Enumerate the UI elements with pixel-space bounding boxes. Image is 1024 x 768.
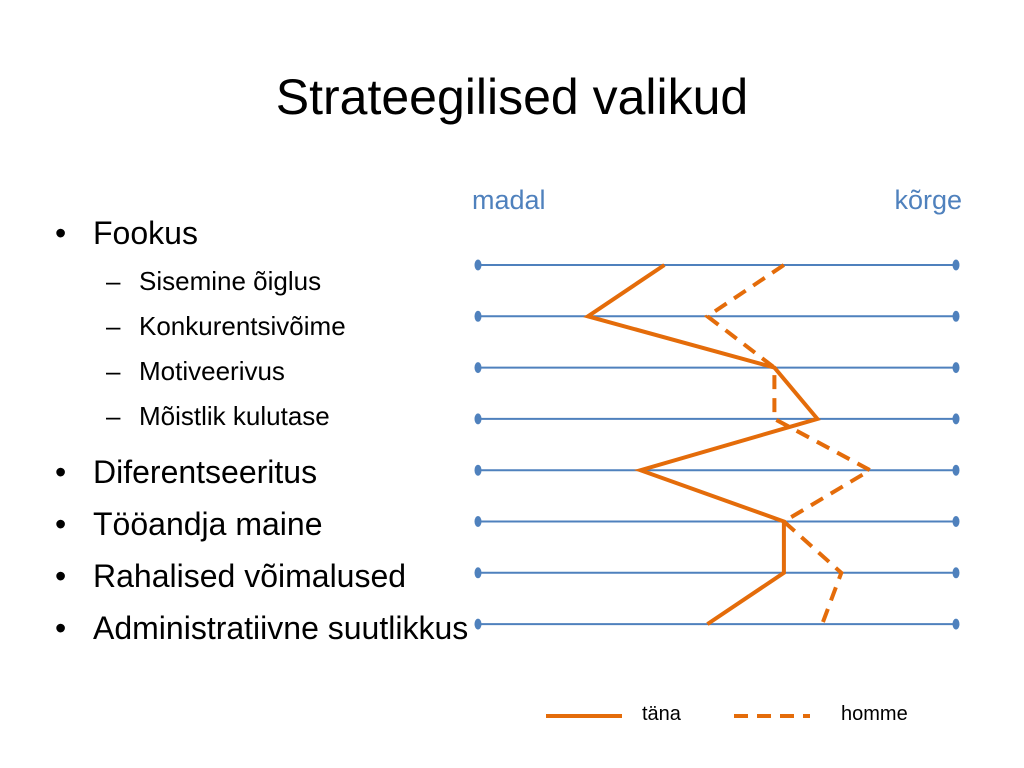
scale-axis-endpoint	[952, 413, 960, 425]
bullet-text: Administratiivne suutlikkus	[93, 610, 469, 646]
scale-axis-endpoint	[474, 362, 482, 374]
sub-bullet-text: Konkurentsivõime	[139, 311, 346, 341]
profile-line-today	[583, 263, 821, 626]
sub-bullet-item: –Mõistlik kulutase	[55, 394, 475, 439]
bullet-text: Fookus	[93, 215, 198, 251]
sub-bullet-item: –Sisemine õiglus	[55, 259, 475, 304]
scale-axis-endpoint	[952, 259, 960, 271]
scale-axes	[474, 259, 960, 630]
scale-axis-endpoint	[952, 310, 960, 322]
scale-axis-endpoint	[952, 567, 960, 579]
bullet-item: • Administratiivne suutlikkus	[55, 609, 475, 647]
bullet-text: Rahalised võimalused	[93, 558, 407, 594]
scale-high-label: kõrge	[894, 185, 962, 215]
scale-axis-endpoint	[952, 362, 960, 374]
bullet-text: Diferentseeritus	[93, 454, 318, 490]
sub-bullet-mark: –	[106, 311, 121, 341]
bullet-mark: •	[55, 454, 67, 490]
sub-bullet-mark: –	[106, 266, 121, 296]
scale-axis-endpoint	[474, 413, 482, 425]
scale-axis-endpoint	[474, 259, 482, 271]
bullet-mark: •	[55, 506, 67, 542]
bullet-item: •Fookus–Sisemine õiglus–Konkurentsivõime…	[55, 214, 475, 439]
scale-axis-endpoint	[474, 464, 482, 476]
sub-bullet-text: Motiveerivus	[139, 356, 285, 386]
scale-axis-endpoint	[474, 310, 482, 322]
profile-lines	[583, 263, 875, 626]
scale-axis-endpoint	[474, 516, 482, 527]
scale-axis-endpoint	[952, 618, 960, 630]
bullet-item: • Diferentseeritus	[55, 453, 475, 491]
bullet-item: • Tööandja maine	[55, 505, 475, 543]
slide-title: Strateegilised valikud	[275, 69, 749, 125]
bullet-list: •Fookus–Sisemine õiglus–Konkurentsivõime…	[55, 214, 475, 647]
sub-bullet-item: –Motiveerivus	[55, 349, 475, 394]
sub-bullet-text: Sisemine õiglus	[139, 266, 322, 296]
bullet-item: • Rahalised võimalused	[55, 557, 475, 595]
profile-line-tomorrow	[703, 263, 875, 625]
legend-label-today: täna	[642, 703, 681, 725]
sub-bullet-list: –Sisemine õiglus–Konkurentsivõime–Motive…	[93, 259, 475, 439]
sub-bullet-text: Mõistlik kulutase	[139, 401, 330, 431]
scale-axis-endpoint	[474, 567, 482, 579]
sub-bullet-item: –Konkurentsivõime	[55, 304, 475, 349]
sub-bullet-mark: –	[106, 401, 121, 431]
scale-axis-endpoint	[952, 516, 960, 527]
bullet-mark: •	[55, 558, 67, 594]
bullet-mark: •	[55, 610, 67, 646]
legend-label-tomorrow: homme	[841, 703, 908, 725]
bullet-text: Tööandja maine	[93, 506, 323, 542]
sub-bullet-mark: –	[106, 356, 121, 386]
scale-low-label: madal	[472, 185, 546, 215]
scale-axis-endpoint	[952, 464, 960, 476]
bullet-mark: •	[55, 215, 67, 251]
scale-axis-endpoint	[474, 618, 482, 630]
